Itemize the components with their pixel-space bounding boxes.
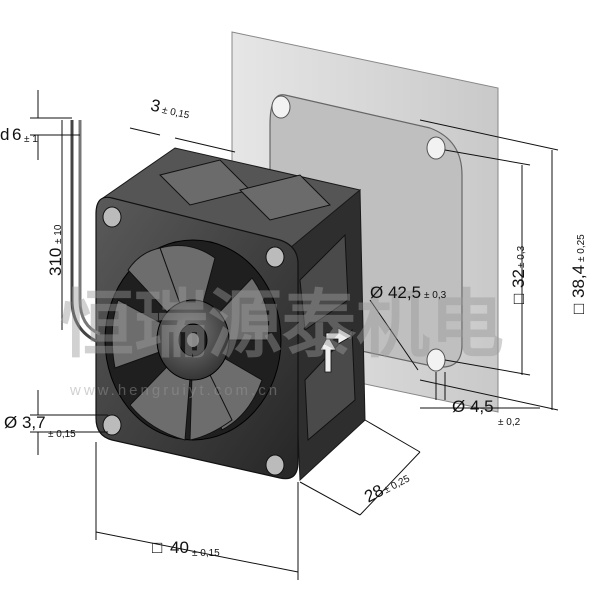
svg-text:6: 6 [12, 125, 21, 144]
svg-text:d: d [0, 125, 9, 144]
svg-text:± 0,15: ± 0,15 [192, 548, 220, 559]
watermark-text: 恒瑞源泰机电 [60, 283, 504, 366]
fan-hole-tr [265, 246, 285, 268]
fan-hole-bl [102, 414, 122, 436]
fan-hole-br [265, 454, 285, 476]
svg-text:± 0,3: ± 0,3 [424, 290, 447, 301]
airflow-arrow-icon [319, 327, 353, 373]
label-plate-thickness: 3 ± 0,15 [149, 96, 191, 122]
svg-text:Ø 3,7: Ø 3,7 [4, 413, 46, 432]
svg-text:40: 40 [170, 538, 189, 557]
svg-text:310: 310 [46, 248, 65, 276]
svg-text:Ø 42,5: Ø 42,5 [370, 283, 421, 302]
svg-text:± 0,2: ± 0,2 [498, 417, 521, 428]
svg-text:± 0,25: ± 0,25 [576, 234, 587, 262]
svg-text:± 0,3: ± 0,3 [516, 245, 527, 268]
label-hole-spacing: □ 32 ± 0,3 [509, 245, 528, 304]
label-lead-length: 310 ± 10 [46, 224, 65, 276]
svg-text:3: 3 [149, 96, 162, 117]
plate-hole-tr [426, 136, 446, 160]
label-plate-hole: Ø 4,5 ± 0,2 [452, 397, 521, 428]
dimension-lines [30, 90, 559, 580]
watermark-url: www.hengruiyt.com.cn [69, 382, 280, 399]
lead-wires [70, 120, 101, 344]
svg-text:± 0,15: ± 0,15 [48, 429, 76, 440]
label-cutout-size: □ 38,4 ± 0,25 [569, 234, 588, 314]
label-fan-depth: 28 ± 0,25 [361, 473, 412, 507]
svg-text:□: □ [152, 538, 162, 557]
svg-text:± 0,15: ± 0,15 [161, 105, 191, 122]
label-blade-diameter: Ø 42,5 ± 0,3 [370, 283, 447, 302]
svg-text:± 1: ± 1 [24, 134, 38, 145]
svg-text:□: □ [569, 304, 588, 314]
svg-text:± 10: ± 10 [53, 224, 64, 244]
svg-text:□: □ [509, 294, 528, 304]
svg-text:38,4: 38,4 [569, 265, 588, 298]
label-fan-size: □ 40 ± 0,15 [152, 538, 220, 559]
label-mount-hole: Ø 3,7 ± 0,15 [4, 413, 76, 440]
svg-text:Ø 4,5: Ø 4,5 [452, 397, 494, 416]
fan-body [95, 147, 366, 482]
fan-hole-tl [102, 206, 122, 228]
plate-hole-tl [271, 95, 291, 119]
svg-text:32: 32 [509, 269, 528, 288]
svg-text:28: 28 [361, 481, 387, 507]
label-wire-gauge: d 6 ± 1 [0, 125, 38, 145]
